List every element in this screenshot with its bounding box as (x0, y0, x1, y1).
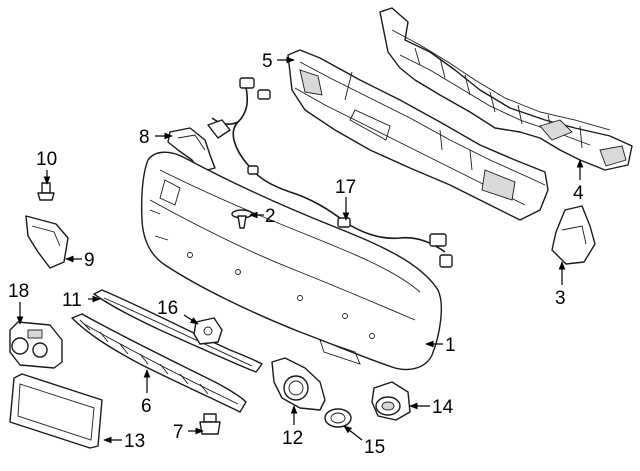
bolt-part-7 (199, 413, 221, 435)
lower-grille-strip-part (71, 313, 247, 413)
callout-17: 17 (335, 177, 356, 198)
wiring-harness-part (211, 77, 453, 268)
callout-13: 13 (124, 431, 145, 452)
callout-12: 12 (282, 428, 303, 449)
callout-3: 3 (555, 288, 566, 309)
callout-15: 15 (364, 437, 385, 458)
sensor-bracket-part (193, 317, 223, 345)
bolt-part-10 (37, 182, 55, 201)
parking-sensor-part (371, 381, 411, 421)
grommet-part (324, 408, 352, 428)
upper-grille-strip-part (93, 289, 263, 373)
bumper-cover-part (140, 151, 443, 371)
callout-8: 8 (139, 127, 150, 148)
license-plate-bracket-part (9, 373, 103, 449)
callout-18: 18 (8, 281, 29, 302)
callout-2: 2 (265, 206, 276, 227)
callout-14: 14 (432, 397, 454, 418)
callout-1: 1 (445, 335, 456, 356)
callout-6: 6 (141, 396, 152, 417)
callout-labels: 1 2 3 4 5 6 7 8 9 10 11 12 13 14 15 16 1… (8, 51, 584, 458)
side-bracket-part (25, 215, 69, 269)
leader-16 (183, 314, 199, 325)
control-module-part (9, 321, 63, 369)
push-pin-part (231, 209, 253, 229)
callout-4: 4 (573, 183, 584, 204)
callout-9: 9 (84, 250, 95, 271)
callout-16: 16 (157, 298, 178, 319)
fog-lamp-bezel-part (271, 357, 326, 411)
callout-7: 7 (173, 422, 184, 443)
mount-bracket-part (551, 205, 596, 265)
reinforcement-beam-part (287, 49, 549, 221)
callout-10: 10 (36, 149, 57, 170)
leader-15 (343, 425, 363, 441)
callout-11: 11 (62, 290, 82, 311)
leader-lines (16, 56, 584, 444)
energy-absorber-part (379, 7, 633, 171)
callout-5: 5 (262, 51, 273, 72)
